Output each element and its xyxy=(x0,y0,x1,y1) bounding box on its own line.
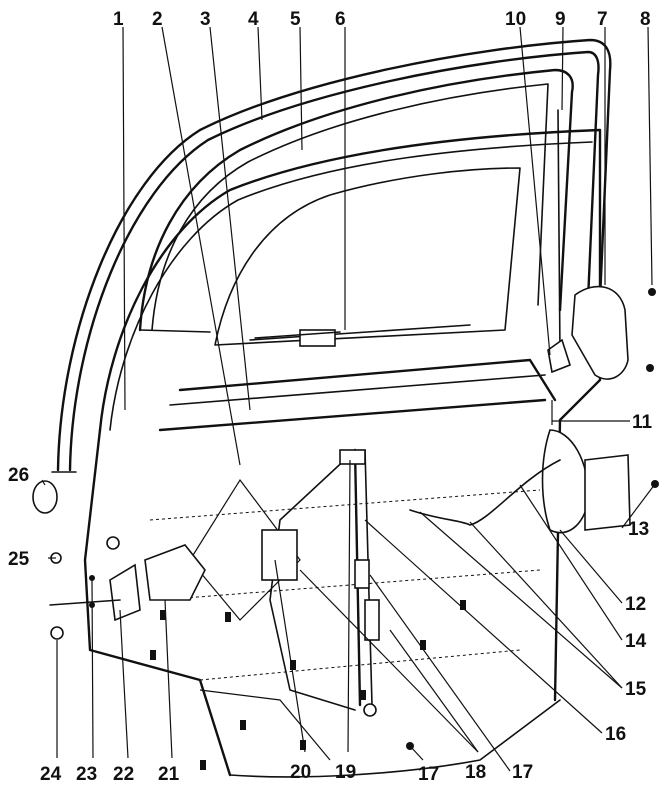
callout-10: 10 xyxy=(505,9,526,30)
door-frame xyxy=(83,128,602,778)
lock-assembly xyxy=(409,429,631,534)
callout-16: 16 xyxy=(605,724,626,745)
callout-3: 3 xyxy=(200,9,211,30)
window-glass xyxy=(214,167,521,347)
callout-22: 22 xyxy=(113,764,134,785)
callout-13: 13 xyxy=(628,519,649,540)
callout-19: 19 xyxy=(335,762,356,783)
callout-20: 20 xyxy=(290,762,311,783)
callout-26: 26 xyxy=(8,465,29,486)
callout-8: 8 xyxy=(640,9,651,30)
leader-lines xyxy=(41,26,656,772)
callout-2: 2 xyxy=(152,9,163,30)
outer-weatherstrip xyxy=(51,38,612,473)
callout-21: 21 xyxy=(158,764,180,785)
callout-23: 23 xyxy=(76,764,97,785)
callout-18: 18 xyxy=(465,762,486,783)
door-check xyxy=(49,544,206,622)
callout-12: 12 xyxy=(625,594,646,615)
callout-9: 9 xyxy=(555,9,566,30)
callout-17a: 17 xyxy=(418,764,439,785)
callout-24: 24 xyxy=(40,764,62,785)
callout-25: 25 xyxy=(8,549,30,570)
callout-14: 14 xyxy=(625,631,647,652)
callout-5: 5 xyxy=(290,9,301,30)
callout-labels: 1 2 3 4 5 6 10 9 7 8 11 26 13 25 12 14 1… xyxy=(8,9,653,785)
callout-4: 4 xyxy=(248,9,259,30)
callout-6: 6 xyxy=(335,9,346,30)
window-regulator xyxy=(261,448,380,717)
callout-7: 7 xyxy=(597,9,608,30)
lock-rod xyxy=(547,109,571,374)
callout-15: 15 xyxy=(625,679,647,700)
callout-1: 1 xyxy=(113,9,124,30)
callout-11: 11 xyxy=(632,412,653,433)
callout-17b: 17 xyxy=(512,762,533,783)
